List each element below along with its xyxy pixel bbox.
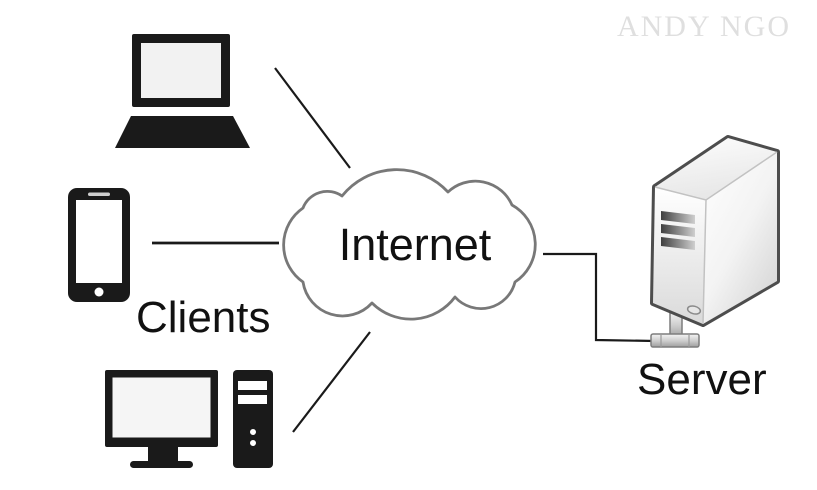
cloud-outline (282, 168, 537, 321)
laptop-keyboard-base (115, 116, 250, 148)
desktop-computer-icon (105, 370, 273, 468)
tower-drive-bay (238, 381, 267, 390)
server-top-face (655, 138, 777, 200)
server-label: Server (637, 355, 767, 404)
server-vent (661, 237, 695, 250)
laptop-screen (141, 43, 221, 98)
server-side-face (703, 152, 777, 324)
tower-drive-bay (238, 395, 267, 404)
internet-label: Internet (338, 219, 492, 270)
monitor-base (130, 461, 193, 468)
connection-internet-server (543, 252, 656, 343)
server-network-connector (650, 333, 700, 348)
cloud-icon (282, 168, 537, 321)
smartphone-screen (76, 200, 122, 283)
monitor-stand (148, 447, 178, 463)
server-vent (661, 224, 695, 237)
tower-button (250, 440, 256, 446)
server-vent (661, 211, 695, 224)
server-tower-icon (650, 135, 780, 348)
smartphone-home-button (94, 287, 104, 297)
server-front-face (653, 187, 706, 324)
connection-laptop-internet (274, 67, 351, 169)
monitor-screen (112, 377, 211, 438)
watermark-text: ANDY NGO (616, 10, 791, 43)
server-edge-seams (654, 151, 778, 325)
smartphone-icon (68, 188, 130, 302)
clients-label: Clients (136, 293, 271, 342)
tower-case (233, 370, 273, 468)
smartphone-speaker (88, 192, 110, 196)
laptop-icon (115, 34, 250, 148)
server-power-button (686, 305, 702, 315)
connection-desktop-internet (292, 331, 371, 433)
tower-button (250, 429, 256, 435)
